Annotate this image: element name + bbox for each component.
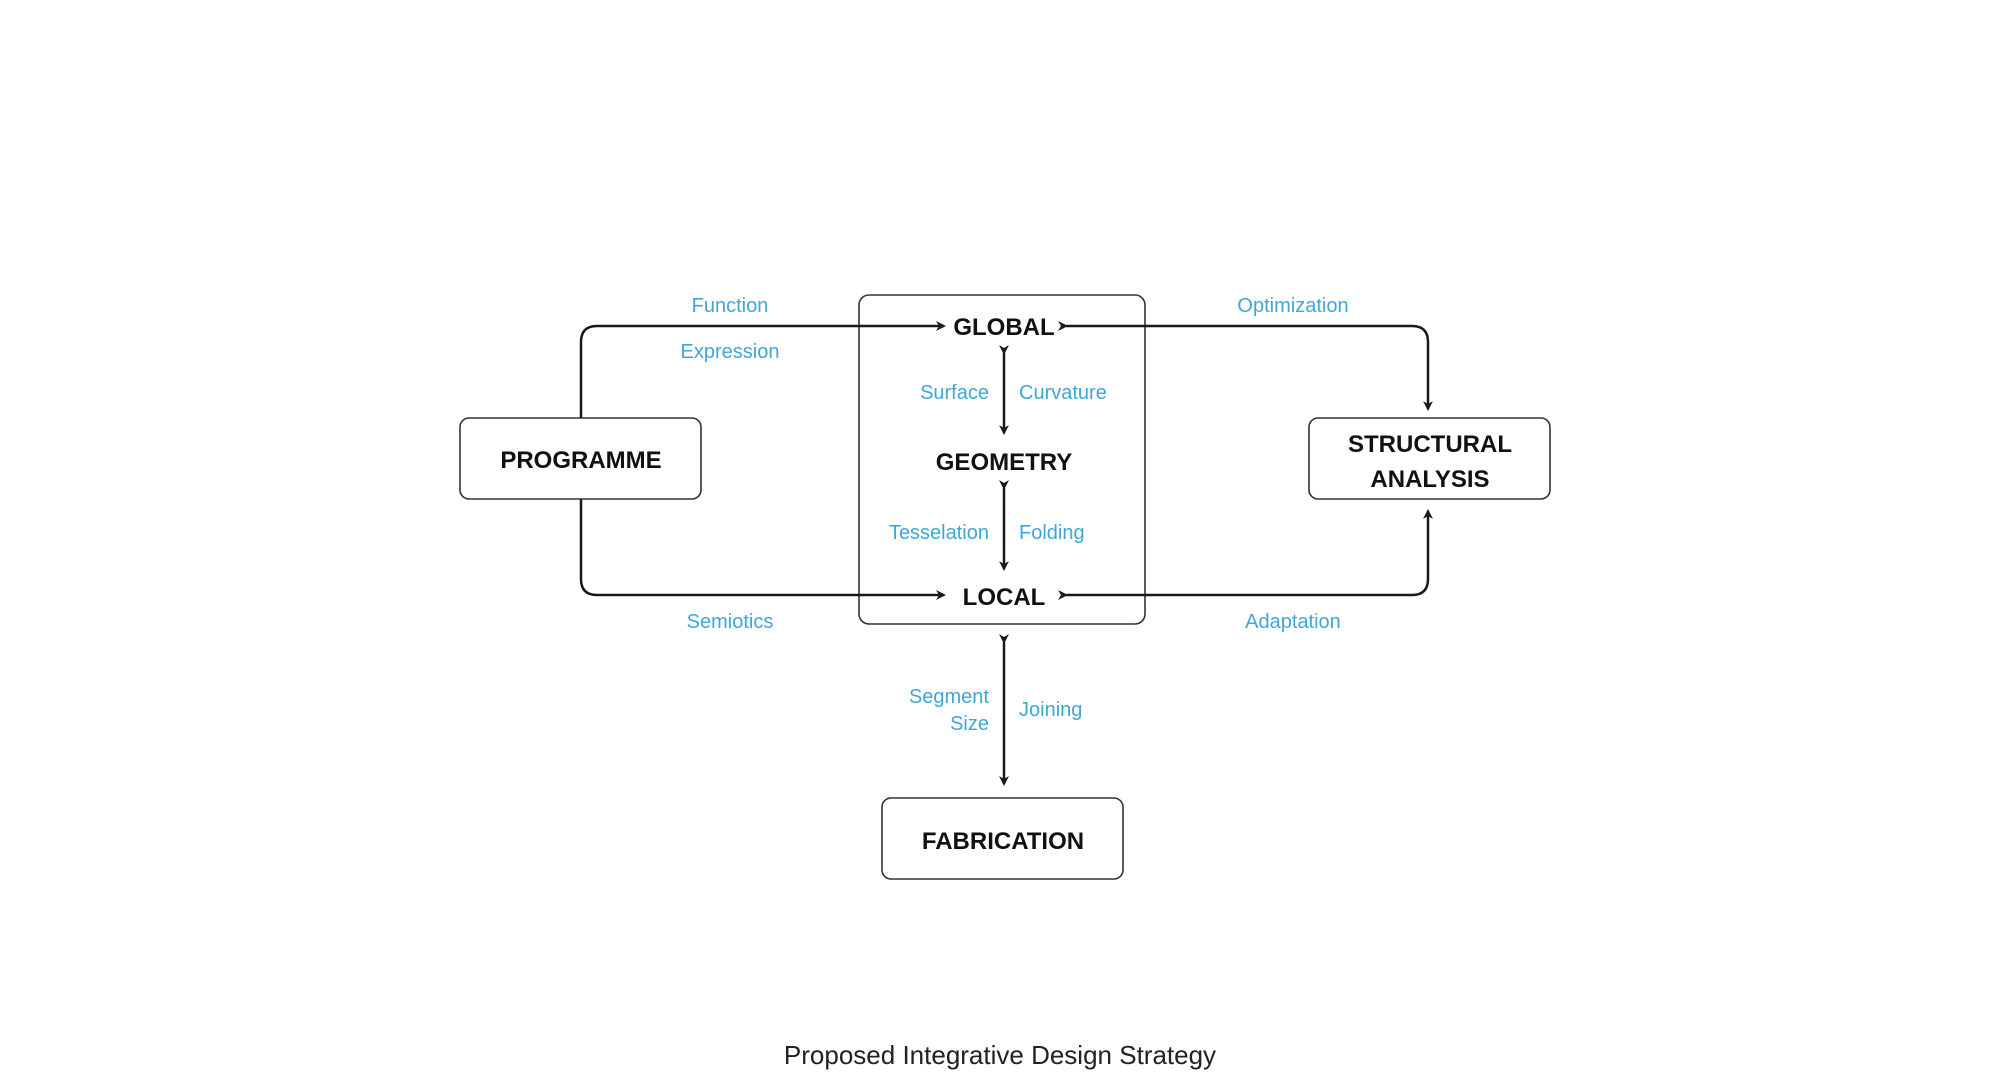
segment-size-label-line2: Size xyxy=(950,713,989,735)
geometry-label: GEOMETRY xyxy=(936,449,1072,476)
adaptation-label: Adaptation xyxy=(1245,611,1341,633)
programme-label: PROGRAMME xyxy=(500,447,661,474)
curvature-label: Curvature xyxy=(1019,382,1107,404)
fabrication-box xyxy=(881,797,1124,880)
local-structural-arrow xyxy=(1058,509,1433,600)
fabrication-label: FABRICATION xyxy=(922,828,1084,855)
programme-to-global-arrow xyxy=(579,321,946,418)
global-label: GLOBAL xyxy=(953,314,1054,341)
expression-label: Expression xyxy=(681,341,780,363)
folding-label: Folding xyxy=(1019,522,1085,544)
diagram-caption: Proposed Integrative Design Strategy xyxy=(783,1040,1217,1070)
semiotics-label: Semiotics xyxy=(687,611,774,633)
structural-label-line1: STRUCTURAL xyxy=(1348,431,1512,458)
tesselation-label: Tesselation xyxy=(889,522,989,544)
optimization-label: Optimization xyxy=(1237,295,1348,317)
local-label: LOCAL xyxy=(963,584,1046,611)
function-label: Function xyxy=(692,295,769,317)
structural-analysis-box xyxy=(1308,417,1551,500)
surface-label: Surface xyxy=(920,382,989,404)
global-structural-arrow xyxy=(1058,321,1433,411)
segment-size-label-line1: Segment xyxy=(909,686,989,708)
joining-label: Joining xyxy=(1019,699,1082,721)
programme-to-local-arrow xyxy=(579,499,946,600)
structural-label-line2: ANALYSIS xyxy=(1370,466,1489,493)
